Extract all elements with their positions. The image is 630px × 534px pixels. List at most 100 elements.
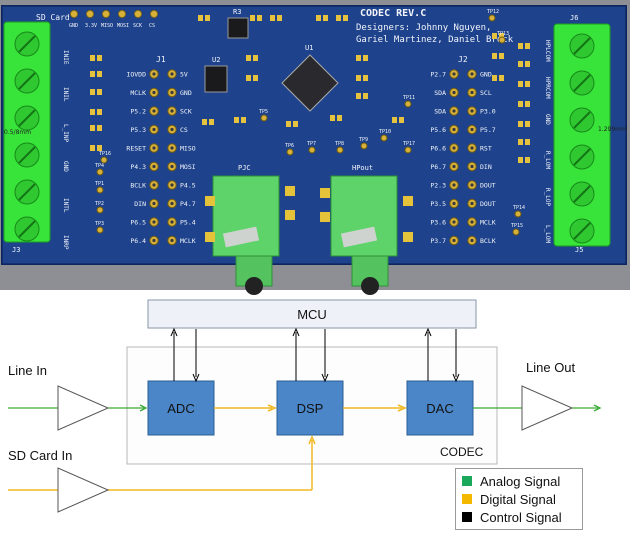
legend: Analog Signal Digital Signal Control Sig… <box>455 468 583 530</box>
block-diagram: MCU CODEC ADC DSP DAC <box>8 299 602 513</box>
smd-pad <box>336 15 341 21</box>
smd-pad <box>492 53 497 59</box>
test-point-label: TP2 <box>95 201 104 207</box>
smd-pad <box>97 145 102 151</box>
mcu-block <box>147 299 477 329</box>
smd-pad <box>499 53 504 59</box>
right-terminal-label: L_LOM <box>544 225 551 243</box>
right-measure: 1.299mm <box>598 126 627 133</box>
chip-u1: U1 <box>281 44 339 112</box>
header-right-label: SCK <box>180 108 192 116</box>
test-point-label: TP16 <box>99 151 111 157</box>
smd-pad <box>277 15 282 21</box>
test-point-label: TP10 <box>379 129 391 135</box>
smd-pad <box>518 61 523 67</box>
legend-item-control: Control Signal <box>462 508 576 526</box>
test-point <box>404 100 412 108</box>
header-left-label: P6.4 <box>130 237 146 245</box>
smd-pad <box>525 43 530 49</box>
smd-pad <box>253 75 258 81</box>
mcu-label: MCU <box>297 307 327 322</box>
codec-label: CODEC <box>440 445 484 459</box>
dsp-label: DSP <box>297 401 324 416</box>
header-left-label: P2.3 <box>430 182 446 190</box>
smd-pad <box>293 121 298 127</box>
test-point-label: TP9 <box>359 137 368 143</box>
smd-pad <box>499 75 504 81</box>
header-right-label: MCLK <box>480 219 496 227</box>
digital-paths <box>8 404 407 491</box>
header-right-label: 5V <box>180 71 188 79</box>
audio-jack-right: HPout <box>320 164 413 295</box>
header-pin <box>149 9 159 19</box>
pcb-designers-2: Gariel Martinez, Daniel Brock <box>356 35 514 45</box>
smd-pad <box>90 125 95 131</box>
header-pin <box>69 9 79 19</box>
sd-pin-label: 3.3V <box>85 23 97 29</box>
left-terminal-label: INRP <box>62 235 69 250</box>
test-point <box>96 186 104 194</box>
smd-pad <box>363 75 368 81</box>
header-right-label: GND <box>180 89 192 97</box>
header-right-label: GND <box>480 71 492 79</box>
test-point <box>100 156 108 164</box>
sd-pin-label: MOSI <box>117 23 129 29</box>
sd-pin-label: MISO <box>101 23 113 29</box>
header-right-label: DOUT <box>480 200 496 208</box>
legend-label-digital: Digital Signal <box>480 491 556 507</box>
terminal-block-j6: J6 J5 1.299mm <box>553 14 627 254</box>
smd-pad <box>90 145 95 151</box>
smd-pad <box>246 55 251 61</box>
test-point-label: TP14 <box>513 205 525 211</box>
chip-regulator <box>227 17 249 39</box>
header-right-label: CS <box>180 126 188 134</box>
header-right-label: P3.0 <box>480 108 496 116</box>
right-terminal-label: R_LOM <box>544 151 551 169</box>
sd-card-header-label: SD Card <box>36 13 70 22</box>
header-right-label: P4.7 <box>180 200 196 208</box>
smd-pad <box>286 121 291 127</box>
left-terminal-label: GND <box>62 161 69 172</box>
test-point-label: TP1 <box>95 181 104 187</box>
header-right-label: BCLK <box>480 237 496 245</box>
legend-item-digital: Digital Signal <box>462 490 576 508</box>
smd-pad <box>518 121 523 127</box>
adc-label: ADC <box>167 401 194 416</box>
test-point-label: TP8 <box>335 141 344 147</box>
test-point <box>260 114 268 122</box>
header-pin <box>117 9 127 19</box>
smd-pad <box>250 15 255 21</box>
smd-pad <box>492 75 497 81</box>
left-measure: 0.5/8mm <box>4 129 31 136</box>
header-left-label: BCLK <box>130 182 146 190</box>
smd-pad <box>518 139 523 145</box>
smd-pad <box>90 71 95 77</box>
header-pin <box>85 9 95 19</box>
legend-label-control: Control Signal <box>480 509 562 525</box>
smd-pad <box>90 89 95 95</box>
smd-pad <box>97 89 102 95</box>
audio-jack-left: PJC <box>205 164 295 295</box>
header-right-label: P5.4 <box>180 219 196 227</box>
legend-swatch-digital <box>462 494 472 504</box>
header-pin <box>101 9 111 19</box>
r-label: R3 <box>233 8 241 16</box>
test-point-label: TP12 <box>487 9 499 15</box>
smd-pad <box>392 117 397 123</box>
header-left-label: MCLK <box>130 89 146 97</box>
legend-swatch-control <box>462 512 472 522</box>
header-left-label: P5.6 <box>430 126 446 134</box>
smd-pad <box>209 119 214 125</box>
smd-pad <box>492 33 497 39</box>
legend-swatch-analog <box>462 476 472 486</box>
test-point-label: TP13 <box>497 31 509 37</box>
test-point <box>96 206 104 214</box>
left-terminal-label: INTL <box>62 198 69 213</box>
right-terminal-label: HPLCOM <box>544 40 551 62</box>
header-left-label: P6.6 <box>430 145 446 153</box>
header-right-label: P4.5 <box>180 182 196 190</box>
header-right-label: DIN <box>480 163 492 171</box>
